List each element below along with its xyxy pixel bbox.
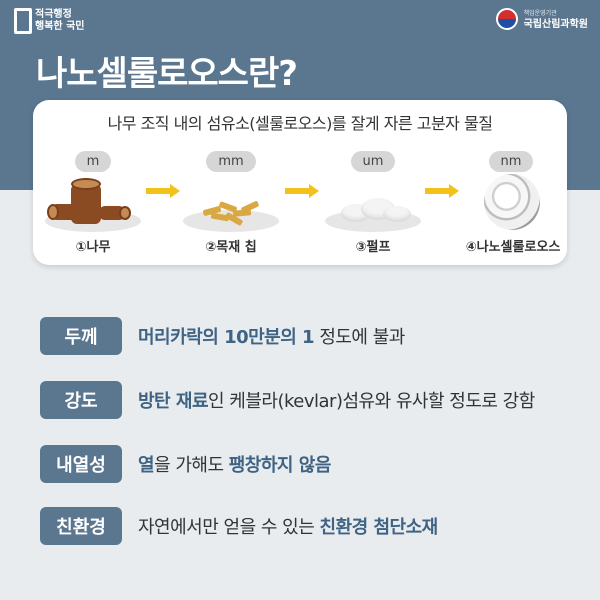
wood-chips-icon bbox=[181, 182, 281, 232]
arrow-right-icon bbox=[146, 184, 182, 198]
property-key: 내열성 bbox=[40, 445, 122, 483]
org-logo: 책임운영기관 국립산림과학원 bbox=[495, 8, 588, 30]
property-desc: 자연에서만 얻을 수 있는 친환경 첨단소재 bbox=[138, 517, 438, 538]
org-sub: 책임운영기관 bbox=[523, 10, 557, 17]
logo-mark-icon bbox=[14, 8, 32, 34]
nanocellulose-fiber-icon bbox=[461, 174, 561, 232]
active-admin-logo: 적극행정 행복한 국민 bbox=[14, 8, 84, 34]
property-key: 친환경 bbox=[40, 507, 122, 545]
step-label: ②목재 칩 bbox=[205, 240, 257, 255]
step-pulp: um bbox=[323, 150, 423, 232]
property-strength: 강도 방탄 재료인 케블라(kevlar)섬유와 유사할 정도로 강함 bbox=[40, 381, 535, 419]
property-desc: 열을 가해도 팽창하지 않음 bbox=[138, 455, 331, 476]
step-label: ④나노셀룰로오스 bbox=[465, 240, 561, 255]
unit-badge: m bbox=[74, 151, 112, 172]
step-wood: m bbox=[43, 150, 143, 232]
taegeuk-emblem-icon bbox=[495, 8, 518, 30]
step-nanocellulose: nm bbox=[461, 150, 561, 232]
logo-line1: 적극행정 bbox=[35, 9, 72, 20]
logo-line2: 행복한 국민 bbox=[35, 21, 85, 32]
unit-badge: um bbox=[350, 151, 396, 172]
page-title: 나노셀룰로오스란? bbox=[36, 54, 298, 94]
unit-badge: nm bbox=[488, 151, 534, 172]
arrow-right-icon bbox=[425, 184, 461, 198]
property-key: 강도 bbox=[40, 381, 122, 419]
step-wood-chips: mm bbox=[181, 150, 281, 232]
unit-badge: mm bbox=[206, 151, 256, 172]
step-label: ③펄프 bbox=[355, 240, 391, 255]
arrow-right-icon bbox=[285, 184, 321, 198]
definition-card: 나무 조직 내의 섬유소(셀룰로오스)를 잘게 자른 고분자 물질 m ①나무 … bbox=[33, 100, 567, 265]
wood-log-icon bbox=[43, 178, 143, 232]
step-label: ①나무 bbox=[75, 240, 111, 255]
org-name: 국립산림과학원 bbox=[523, 19, 588, 30]
card-subtitle: 나무 조직 내의 섬유소(셀룰로오스)를 잘게 자른 고분자 물질 bbox=[107, 114, 493, 133]
property-key: 두께 bbox=[40, 317, 122, 355]
property-eco-friendly: 친환경 자연에서만 얻을 수 있는 친환경 첨단소재 bbox=[40, 507, 438, 545]
property-desc: 머리카락의 10만분의 1 정도에 불과 bbox=[138, 327, 405, 348]
property-heat-resistance: 내열성 열을 가해도 팽창하지 않음 bbox=[40, 445, 331, 483]
property-desc: 방탄 재료인 케블라(kevlar)섬유와 유사할 정도로 강함 bbox=[138, 391, 535, 412]
property-thickness: 두께 머리카락의 10만분의 1 정도에 불과 bbox=[40, 317, 405, 355]
pulp-icon bbox=[323, 182, 423, 232]
